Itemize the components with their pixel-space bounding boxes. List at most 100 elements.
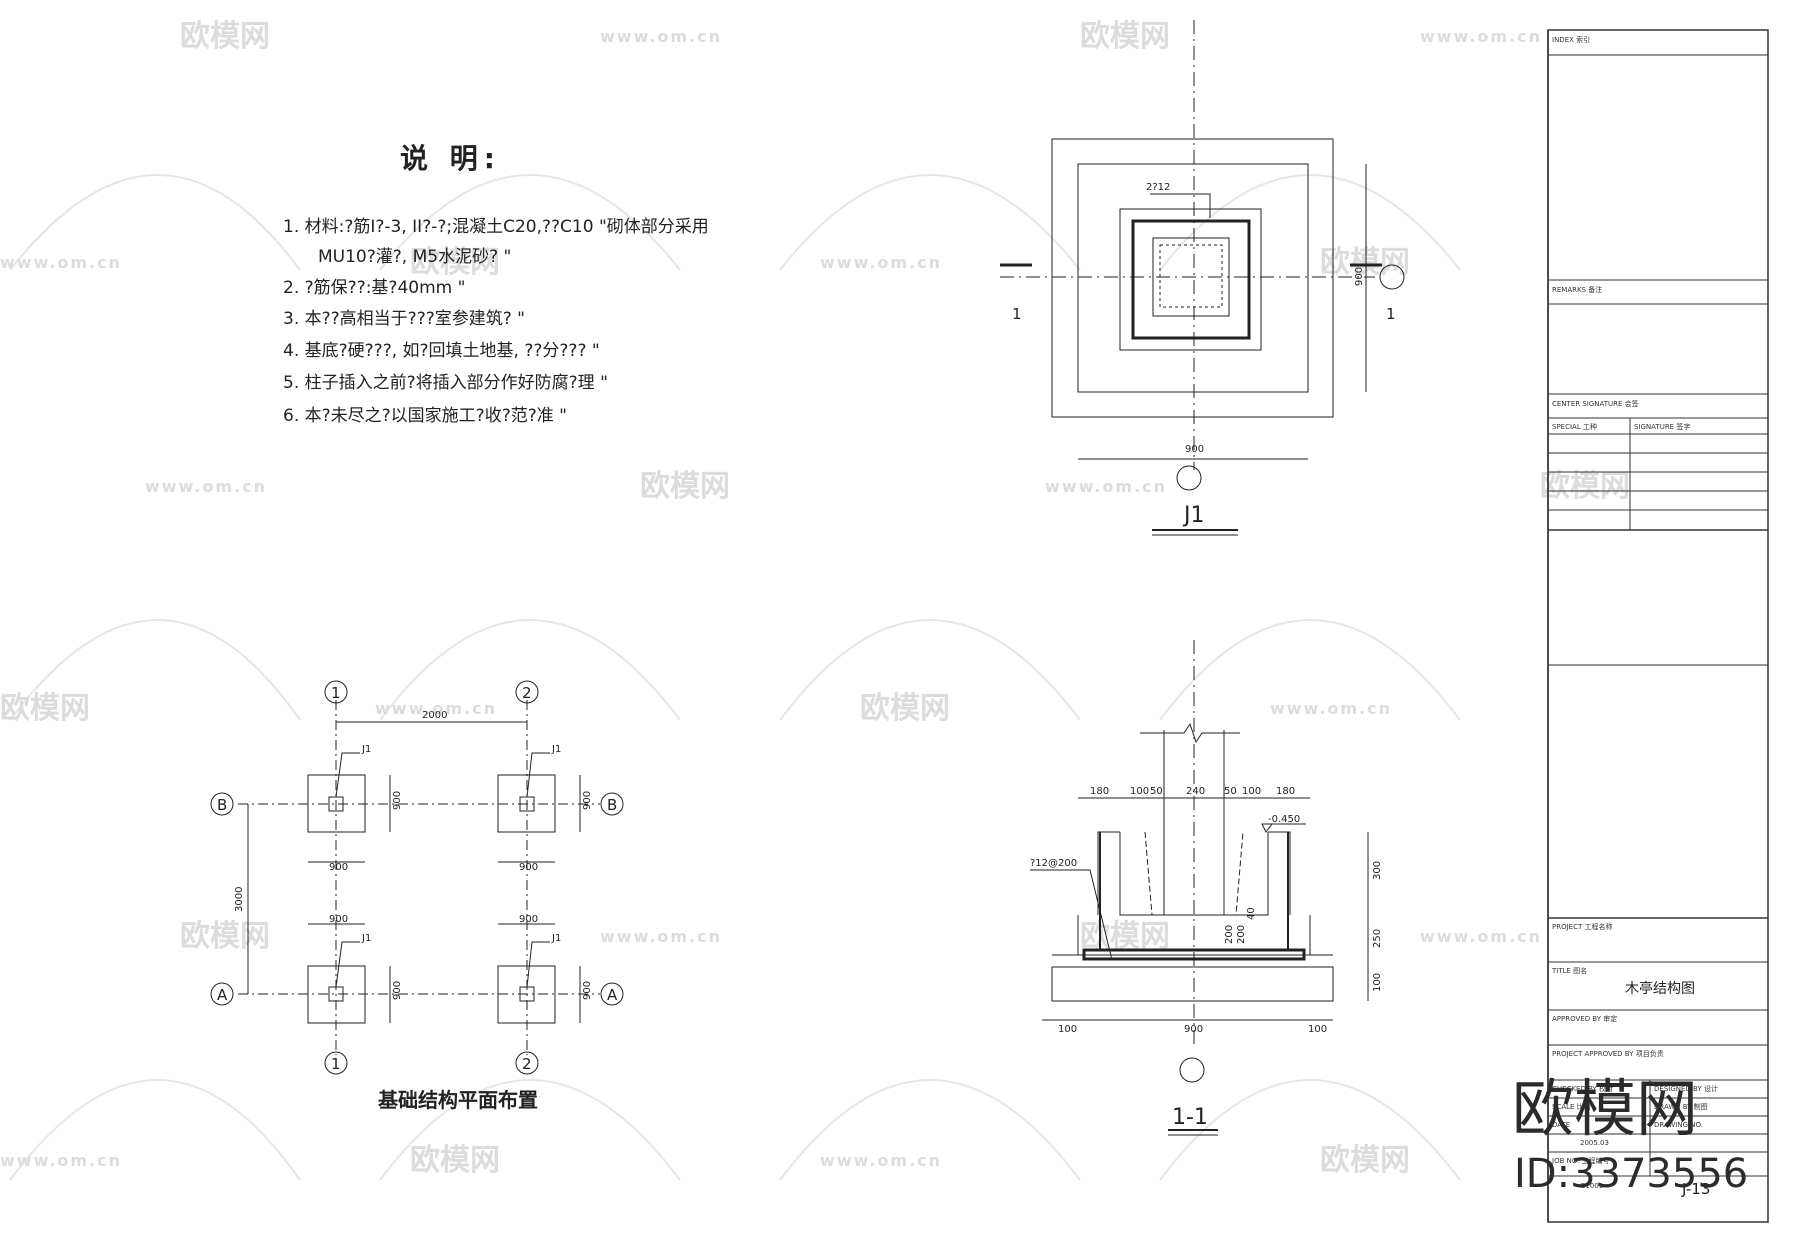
elevation-label: -0.450 bbox=[1268, 814, 1300, 825]
pedestal-outline bbox=[1119, 208, 1262, 351]
axis-bubble-1-bottom bbox=[324, 1051, 348, 1075]
dim-900: 900 bbox=[392, 791, 403, 810]
watermark-url: www.om.cn bbox=[1045, 477, 1167, 496]
break-line bbox=[1140, 722, 1240, 744]
watermark-logo: 欧模网 bbox=[1540, 469, 1630, 504]
tag-j1: J1 bbox=[551, 933, 561, 944]
dim-top: 100 bbox=[1130, 786, 1149, 797]
brand-logo: 欧模网 bbox=[1512, 1072, 1698, 1145]
watermark-url: www.om.cn bbox=[820, 1151, 942, 1170]
watermark-url: www.om.cn bbox=[600, 27, 722, 46]
watermark-url: www.om.cn bbox=[1420, 927, 1542, 946]
watermark-url: www.om.cn bbox=[1270, 699, 1392, 718]
axis-label-b: B bbox=[217, 796, 227, 814]
footing-2a bbox=[497, 965, 556, 1024]
axis-bubble bbox=[1379, 264, 1405, 290]
tb-drawing-no-label: DRAWING NO. bbox=[1654, 1121, 1703, 1129]
watermark-logo: 欧模网 bbox=[860, 691, 950, 726]
j1-plan-detail bbox=[1000, 20, 1405, 536]
pedestal-step bbox=[1268, 831, 1291, 915]
watermark-logo: 欧模网 bbox=[410, 245, 500, 280]
brand-id: ID:3373556 bbox=[1514, 1151, 1748, 1197]
note-line: 4. 基底?硬???, 如?回填土地基, ??分??? " bbox=[283, 341, 600, 361]
note-line: 5. 柱子插入之前?将插入部分作好防腐?理 " bbox=[283, 373, 608, 393]
axis-bubble bbox=[1176, 465, 1202, 491]
rebar-ties bbox=[1159, 244, 1223, 308]
rebar-callout: 2?12 bbox=[1146, 182, 1170, 193]
watermark-url: www.om.cn bbox=[145, 477, 267, 496]
watermark-logo: 欧模网 bbox=[0, 691, 90, 726]
detail-title: J1 bbox=[1182, 503, 1205, 528]
dim-900: 900 bbox=[519, 914, 538, 925]
note-line: 1. 材料:?筋I?-3, II?-?;混凝土C20,??C10 "砌体部分采用 bbox=[283, 217, 709, 237]
axis-label-1: 1 bbox=[331, 1055, 341, 1073]
leader-rebar bbox=[1150, 193, 1211, 218]
note-line: 2. ?筋保??:基?40mm " bbox=[283, 278, 465, 298]
watermark-logo: 欧模网 bbox=[180, 19, 270, 54]
watermark-logo: 欧模网 bbox=[180, 919, 270, 954]
section-1-1-labels: 180 100 50 240 50 100 180 -0.450 ?12@200… bbox=[1030, 786, 1383, 1130]
rebar-cage bbox=[1152, 237, 1230, 317]
dim-right: 100 bbox=[1372, 973, 1383, 992]
watermark-logo: 欧模网 bbox=[1320, 1143, 1410, 1178]
tag-j1: J1 bbox=[361, 933, 371, 944]
dim-900: 900 bbox=[329, 914, 348, 925]
dim-bottom: 100 bbox=[1058, 1024, 1077, 1035]
note-line: 6. 本?未尽之?以国家施工?收?范?准 " bbox=[283, 406, 567, 426]
pedestal-step bbox=[1097, 831, 1120, 915]
dim-top: 50 bbox=[1150, 786, 1163, 797]
elevation-marker bbox=[1261, 823, 1273, 833]
axis-bubble-1-top bbox=[324, 680, 348, 704]
footing-outline bbox=[1051, 138, 1334, 418]
tb-title-value: 木亭结构图 bbox=[1625, 980, 1695, 997]
leader-rebar bbox=[1030, 869, 1113, 961]
note-line: MU10?灌?, M5水泥砂? " bbox=[318, 247, 511, 267]
watermark-url: www.om.cn bbox=[0, 1151, 122, 1170]
axis-bubble-b-left bbox=[210, 792, 234, 816]
dim-top: 50 bbox=[1224, 786, 1237, 797]
foundation-plan-labels: 1 2 1 2 B B A A 2000 3000 900 900 900 90… bbox=[217, 684, 618, 1112]
dim-bottom: 900 bbox=[1184, 1024, 1203, 1035]
watermark-url: www.om.cn bbox=[1420, 27, 1542, 46]
dim-900: 900 bbox=[329, 862, 348, 873]
socket-outline bbox=[1144, 831, 1244, 916]
axis-bubble-a-right bbox=[600, 982, 624, 1006]
watermark-url: www.om.cn bbox=[820, 253, 942, 272]
notes-title: 说 明: bbox=[400, 142, 501, 175]
footing-1a bbox=[307, 965, 366, 1024]
footing-1b bbox=[307, 774, 366, 833]
dim-right: 250 bbox=[1372, 929, 1383, 948]
tag-j1: J1 bbox=[361, 744, 371, 755]
title-block-labels: INDEX 索引 REMARKS 备注 CENTER SIGNATURE 会签 … bbox=[1551, 35, 1718, 1198]
foundation-plan bbox=[210, 680, 624, 1075]
axis-bubble-2-bottom bbox=[515, 1051, 539, 1075]
leader-j1 bbox=[335, 752, 360, 798]
brand-overlay: 欧模网 ID:3373556 bbox=[1512, 1072, 1748, 1197]
tb-job-no-value: G1001 bbox=[1580, 1182, 1603, 1190]
column-outline bbox=[1131, 219, 1251, 340]
tag-j1: J1 bbox=[551, 744, 561, 755]
dim-top: 100 bbox=[1242, 786, 1261, 797]
dim-top: 180 bbox=[1090, 786, 1109, 797]
dim-900: 900 bbox=[519, 862, 538, 873]
watermark-logo: 欧模网 bbox=[640, 469, 730, 504]
dim-inner: 200 bbox=[1236, 925, 1247, 944]
tb-signature: SIGNATURE 签字 bbox=[1634, 422, 1690, 431]
tb-special: SPECIAL 工种 bbox=[1552, 422, 1597, 431]
dim-900: 900 bbox=[582, 791, 593, 810]
dim-right: 300 bbox=[1372, 861, 1383, 880]
dim-3000: 3000 bbox=[234, 887, 245, 912]
watermark-url: www.om.cn bbox=[375, 699, 497, 718]
watermark-url: www.om.cn bbox=[0, 253, 122, 272]
tb-center-signature: CENTER SIGNATURE 会签 bbox=[1552, 399, 1639, 408]
axis-bubble bbox=[1179, 1057, 1205, 1083]
axis-bubble-2-top bbox=[515, 680, 539, 704]
axis-label-a: A bbox=[217, 986, 228, 1004]
dim-bottom: 100 bbox=[1308, 1024, 1327, 1035]
tb-designed: DESIGNED BY 设计 bbox=[1654, 1084, 1718, 1093]
watermark-logo: 欧模网 bbox=[1080, 19, 1170, 54]
tb-job-no-label: JOB NO. 工程编号 bbox=[1551, 1156, 1610, 1165]
dim-top: 240 bbox=[1186, 786, 1205, 797]
bedding-layer bbox=[1051, 966, 1334, 1002]
